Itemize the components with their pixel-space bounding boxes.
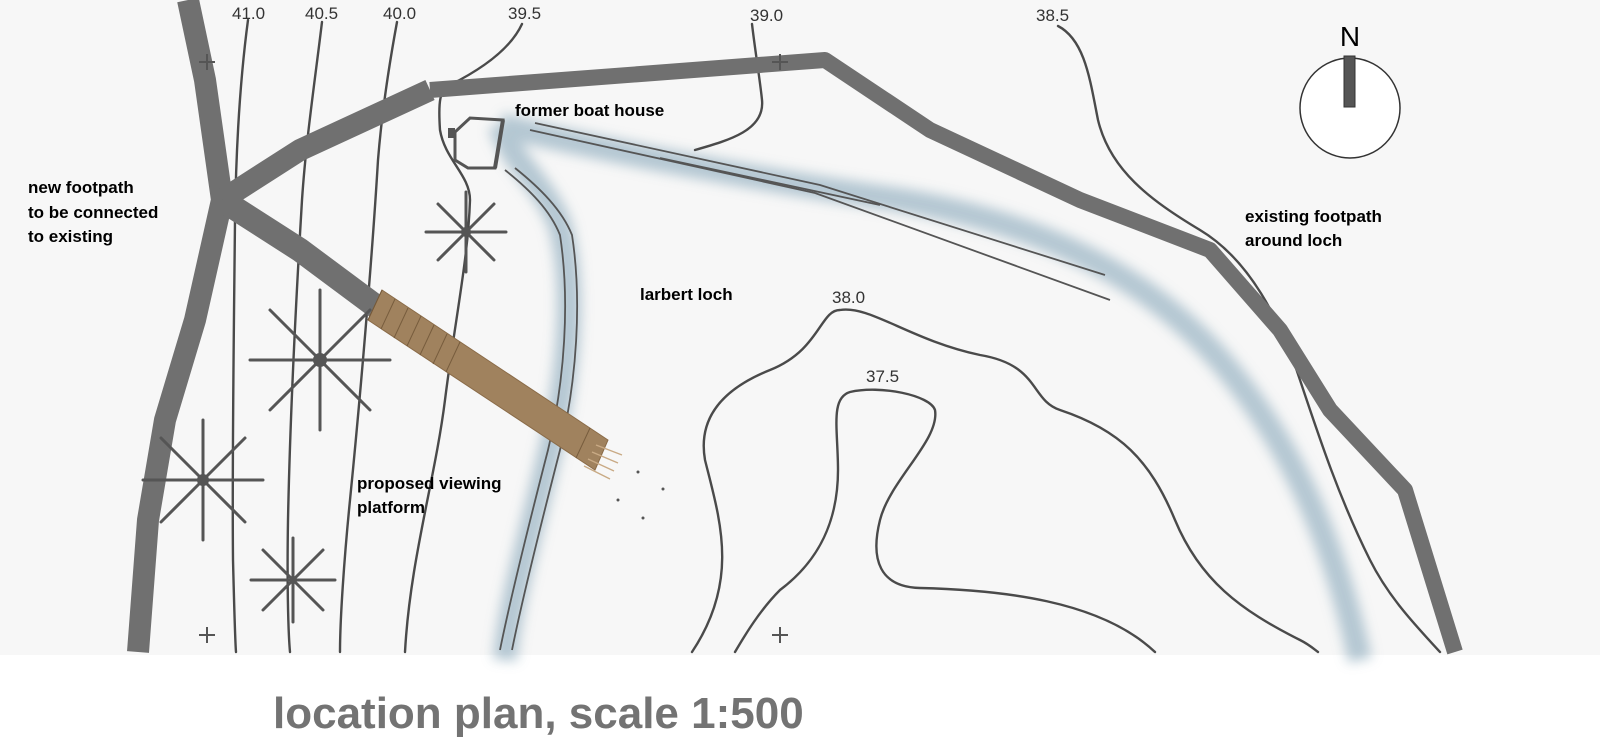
label-platform-line2: platform	[357, 498, 425, 517]
tree-symbol	[248, 288, 392, 432]
plan-title: location plan, scale 1:500	[273, 689, 804, 738]
north-label: N	[1340, 21, 1360, 52]
contour-label-39-5: 39.5	[508, 4, 541, 23]
contour-label-40-0: 40.0	[383, 4, 416, 23]
boat-house-outline	[448, 116, 505, 170]
viewing-platform	[367, 289, 665, 520]
label-boat-house: former boat house	[515, 101, 664, 120]
north-south-path	[127, 0, 233, 653]
grid-marks	[199, 54, 788, 643]
label-new-footpath-line1: new footpath	[28, 178, 134, 197]
label-existing-footpath-line2: around loch	[1245, 231, 1342, 250]
label-loch: larbert loch	[640, 285, 733, 304]
contour-label-38-0: 38.0	[832, 288, 865, 307]
contour-label-38-5: 38.5	[1036, 6, 1069, 25]
contour-label-41-0: 41.0	[232, 4, 265, 23]
title-strip	[0, 655, 1600, 743]
shoreline	[499, 122, 1111, 651]
path-branch-north	[216, 80, 435, 210]
existing-footpath	[429, 52, 1463, 655]
north-arrow: N	[1299, 21, 1401, 159]
contour-38-0	[690, 308, 1320, 654]
contour-label-37-5: 37.5	[866, 367, 899, 386]
tree-symbol	[249, 536, 337, 624]
contour-37-5	[733, 388, 1157, 654]
tree-symbol	[424, 190, 508, 274]
contour-38-5	[1056, 24, 1442, 654]
label-new-footpath-line2: to be connected	[28, 203, 158, 222]
label-existing-footpath-line1: existing footpath	[1245, 207, 1382, 226]
contour-label-39-0: 39.0	[750, 6, 783, 25]
contour-41-0	[231, 18, 250, 654]
contour-label-40-5: 40.5	[305, 4, 338, 23]
tree-symbol	[141, 418, 265, 542]
label-platform-line1: proposed viewing	[357, 474, 502, 493]
new-footpath	[215, 189, 386, 318]
contour-39-0	[693, 22, 764, 152]
label-new-footpath-line3: to existing	[28, 227, 113, 246]
